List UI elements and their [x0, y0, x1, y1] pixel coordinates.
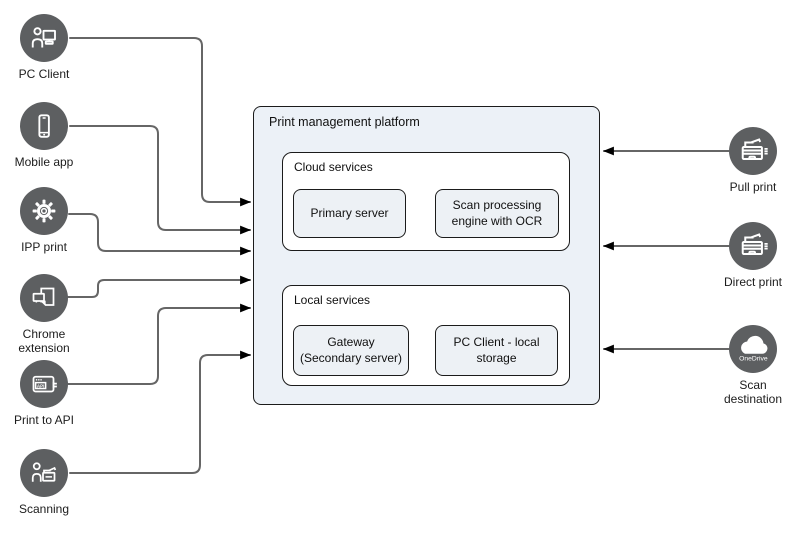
scan-processing-ocr-node: Scan processing engine with OCR — [435, 189, 559, 238]
cloud-services-label: Cloud services — [294, 160, 373, 174]
ipp-print-label: IPP print — [21, 240, 67, 254]
print-management-platform-box: Print management platform Cloud services… — [253, 106, 600, 405]
edge-print-to-api — [67, 303, 252, 385]
api-icon-text: API — [37, 383, 45, 388]
print-to-api-label: Print to API — [13, 413, 75, 427]
scan-destination-label: Scan destination — [723, 378, 783, 407]
local-services-group: Local services Gateway (Secondary server… — [282, 285, 570, 386]
print-to-api-circle: API — [20, 360, 68, 408]
edge-ipp-print — [68, 213, 252, 256]
gear-icon — [32, 199, 56, 223]
edge-pc-client — [69, 37, 252, 207]
direct-print-circle — [729, 222, 777, 270]
scanning-label: Scanning — [18, 502, 70, 516]
mobile-app-label: Mobile app — [14, 155, 74, 169]
cloud-services-group: Cloud services Primary server Scan proce… — [282, 152, 570, 251]
scan-destination-circle: OneDrive — [729, 325, 777, 373]
node-direct-print: Direct print — [709, 222, 797, 289]
local-services-label: Local services — [294, 293, 371, 307]
onedrive-label: OneDrive — [739, 355, 768, 362]
edge-chrome-extension — [67, 275, 252, 298]
node-pc-client: PC Client — [0, 14, 88, 81]
gateway-secondary-server-node: Gateway (Secondary server) — [293, 325, 409, 376]
primary-server-node: Primary server — [293, 189, 406, 238]
pull-print-circle — [729, 127, 777, 175]
chrome-extension-circle — [20, 274, 68, 322]
direct-print-label: Direct print — [723, 275, 782, 289]
pc-client-label: PC Client — [18, 67, 70, 81]
onedrive-cloud-icon: OneDrive — [739, 335, 768, 362]
platform-title: Print management platform — [269, 115, 420, 129]
pc-client-circle — [20, 14, 68, 62]
api-window-icon: API — [32, 375, 57, 393]
node-scan-destination: OneDrive Scan destination — [709, 325, 797, 407]
multifunction-printer-icon — [741, 138, 768, 160]
edge-scanning — [69, 350, 252, 474]
chrome-extension-icon — [32, 287, 55, 306]
edge-mobile-app — [69, 125, 252, 235]
node-chrome-extension: Chrome extension — [0, 274, 88, 356]
node-scanning: Scanning — [0, 449, 88, 516]
mobile-phone-icon — [38, 114, 50, 138]
node-print-to-api: API Print to API — [0, 360, 88, 427]
mobile-app-circle — [20, 102, 68, 150]
scanning-circle — [20, 449, 68, 497]
pull-print-label: Pull print — [729, 180, 777, 194]
node-ipp-print: IPP print — [0, 187, 88, 254]
pc-client-icon — [31, 27, 56, 48]
node-mobile-app: Mobile app — [0, 102, 88, 169]
node-pull-print: Pull print — [709, 127, 797, 194]
multifunction-printer-icon — [741, 233, 768, 255]
ipp-print-circle — [20, 187, 68, 235]
person-scanner-icon — [31, 462, 57, 482]
chrome-extension-label: Chrome extension — [18, 327, 70, 356]
pc-client-local-storage-node: PC Client - local storage — [435, 325, 558, 376]
